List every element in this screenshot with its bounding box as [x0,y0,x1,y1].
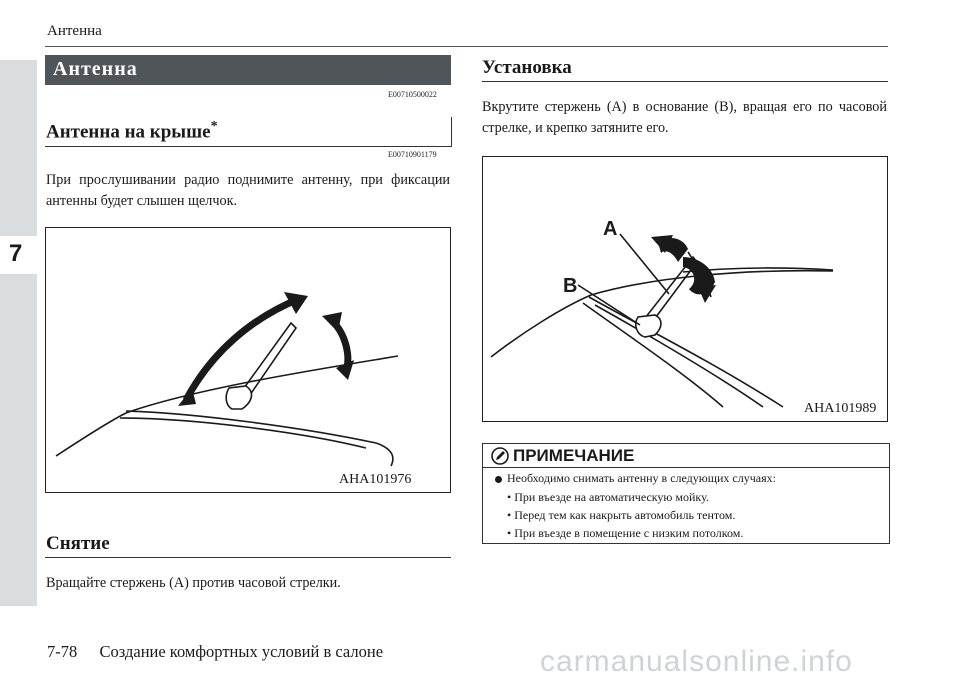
note-item: • Перед тем как накрыть автомобиль тенто… [507,508,736,522]
section-banner: Антенна [45,55,451,85]
install-title-rule [482,81,888,82]
optional-asterisk: * [210,119,218,134]
install-title: Установка [482,57,572,78]
chapter-number: 7 [9,240,23,267]
chapter-side-strip [0,60,37,606]
note-bullet-icon [495,476,502,483]
note-main-line: Необходимо снимать антенну в следующих с… [507,471,776,485]
note-item: • При въезде на автоматическую мойку. [507,490,709,504]
antenna-install-illustration: A B [490,218,834,408]
note-pencil-icon [491,447,509,465]
removal-title-rule [45,557,451,558]
removal-text: Вращайте стержень (A) против часовой стр… [46,575,341,591]
roof-antenna-title: Антенна на крыше* [46,119,218,143]
figure-1-label: AHA101976 [339,472,412,487]
note-box: ПРИМЕЧАНИЕ Необходимо снимать антенну в … [482,443,890,544]
page-number: 7-78 [47,642,78,661]
page-footer: 7-78 Создание комфортных условий в салон… [47,642,383,662]
roof-antenna-text: При прослушивании радио поднимите антенн… [46,172,450,209]
chapter-name: Создание комфортных условий в салоне [99,642,384,661]
figure-2-label: AHA101989 [804,401,877,416]
removal-title: Снятие [46,533,110,554]
running-header-title: Антенна [47,23,102,39]
chapter-tab: 7 [0,236,37,274]
antenna-removal-illustration [55,292,399,467]
section-code: E00710500022 [388,90,437,99]
roof-code: E00710901179 [388,150,437,159]
roof-title-rule [45,146,451,147]
header-rule [45,46,888,47]
figure-antenna-removal: AHA101976 [45,227,451,493]
watermark: carmanualsonline.info [540,645,853,678]
fig2-letter-b: B [563,275,577,297]
note-header: ПРИМЕЧАНИЕ [483,444,889,468]
figure-antenna-install: A B AHA101989 [482,156,888,422]
roof-title-vrule [451,117,452,147]
note-item: • При въезде в помещение с низким потолк… [507,526,744,540]
note-title: ПРИМЕЧАНИЕ [513,446,635,465]
section-banner-title: Антенна [53,58,138,80]
fig2-letter-a: A [603,218,617,240]
install-text: Вкрутите стержень (A) в основание (B), в… [482,99,887,136]
